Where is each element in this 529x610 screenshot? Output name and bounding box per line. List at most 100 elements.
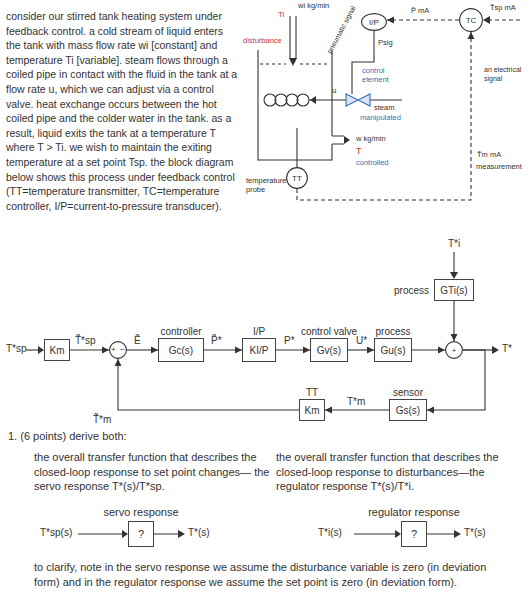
node-text: TC <box>466 16 477 25</box>
signal-label: T*m <box>346 396 366 408</box>
signal-name: T <box>356 146 362 157</box>
node-text: Gu(s) <box>381 345 406 356</box>
transducer-circle: I/P <box>361 13 387 31</box>
controller-circle: TC <box>459 8 483 32</box>
signal-label: T̃*m <box>92 414 112 426</box>
node-text: Gs(s) <box>396 405 420 416</box>
circle-outline <box>287 168 308 189</box>
disturbance-wire <box>453 252 454 273</box>
node-text: TT <box>292 174 302 183</box>
problem-text: consider our stirred tank heating system… <box>6 9 238 213</box>
node-text: ? <box>411 528 417 540</box>
flow-label: wi kg/min <box>298 1 329 10</box>
pneumatic-line <box>352 31 374 94</box>
signal-name: u <box>332 86 336 96</box>
block-heading: sensor <box>393 387 423 398</box>
node-text: ? <box>138 528 144 540</box>
node-text: I/P <box>369 18 379 27</box>
annotation: controlled <box>356 158 389 167</box>
process-box: processGu(s) <box>374 338 412 362</box>
arrow-head <box>344 136 350 144</box>
question-heading: 1. (6 points) derive both: <box>8 430 127 444</box>
signal-line <box>427 350 485 410</box>
signal-label: T̃*sp <box>74 335 97 347</box>
signal-name: T̃sp mA <box>490 3 516 12</box>
signal-name: T*(s) <box>464 527 486 540</box>
circle-outline <box>460 9 483 32</box>
signal-name: T*(s) <box>188 527 210 540</box>
arrow-head <box>310 96 316 104</box>
node-text: Km <box>305 405 320 416</box>
flow-label: w kg/min <box>356 134 386 143</box>
annotation: pneumatic signal <box>326 5 358 55</box>
signal-line <box>70 349 109 350</box>
signal-line <box>412 349 445 350</box>
controller-box: controllerGc(s) <box>158 338 204 362</box>
node-text: KI/P <box>250 345 269 356</box>
tank-wall <box>258 50 332 160</box>
coil-loop <box>286 94 298 106</box>
signal-label: P̃* <box>210 335 223 347</box>
arrow-head <box>483 16 490 24</box>
coil-loop <box>297 94 309 106</box>
annotation: steam <box>374 103 394 112</box>
response-title: regulator response <box>359 506 469 520</box>
valve-symbol <box>346 94 370 106</box>
block-heading: I/P <box>253 326 265 337</box>
gain-box: TTKm <box>299 399 325 421</box>
signal-name: Ti <box>278 10 284 20</box>
signal-line <box>204 349 242 350</box>
block-heading: process <box>375 326 410 337</box>
node-text: Km <box>50 345 65 356</box>
signal-name: T*sp <box>6 343 27 356</box>
signal-label: T̃m mA <box>476 150 502 159</box>
sensor-box: sensorGs(s) <box>389 399 427 421</box>
signal-line <box>348 349 374 350</box>
signal-name: Psig <box>378 38 393 47</box>
signal-label: Ẽ <box>133 335 142 347</box>
signal-name: T* <box>502 343 512 356</box>
summing-junction: +− <box>109 341 127 359</box>
signal-label: P̃ mA <box>410 6 430 15</box>
coil-loop <box>264 94 276 106</box>
annotation: manipulated <box>360 113 401 122</box>
setpoint-wire <box>26 349 39 350</box>
note-text: to clarify, note in the servo response w… <box>34 560 514 589</box>
valve-box: control valveGv(s) <box>310 338 348 362</box>
annotation: control element <box>362 66 402 85</box>
transducer-box: I/PKI/P <box>242 338 276 362</box>
node-text: GTi(s) <box>440 285 467 296</box>
annotation: temperature probe <box>246 176 284 195</box>
annotation: disturbance <box>243 36 282 45</box>
signal-line <box>118 359 299 410</box>
summing-junction: + <box>445 341 463 359</box>
transmitter-circle: TT <box>286 167 308 189</box>
response-title: servo response <box>91 506 191 520</box>
circle-outline <box>446 342 463 359</box>
node-text: + <box>452 346 457 355</box>
block-heading: process <box>394 285 429 296</box>
signal-line <box>453 301 454 341</box>
block-heading: TT <box>306 387 318 398</box>
circle-outline <box>110 342 127 359</box>
question-text: the overall transfer function that descr… <box>34 450 270 494</box>
arrow-head <box>492 346 499 354</box>
signal-name: T*sp(s) <box>40 527 72 540</box>
liquid-level <box>260 63 330 64</box>
node-text: − <box>120 345 125 354</box>
temperature-probe <box>296 128 297 167</box>
arrow-head <box>454 530 461 538</box>
gain-box: Km <box>44 339 70 361</box>
unknown-box: ? <box>401 521 427 547</box>
annotation: measurement <box>476 162 522 171</box>
block-heading: controller <box>160 326 201 337</box>
inlet-pipe <box>290 16 296 58</box>
signal-line <box>387 19 459 20</box>
circle-outline <box>362 14 387 31</box>
signal-line <box>297 32 471 200</box>
outlet-pipe <box>332 136 344 144</box>
arrow-head <box>178 530 185 538</box>
node-text: + <box>111 345 116 354</box>
block-heading: control valve <box>301 326 357 337</box>
